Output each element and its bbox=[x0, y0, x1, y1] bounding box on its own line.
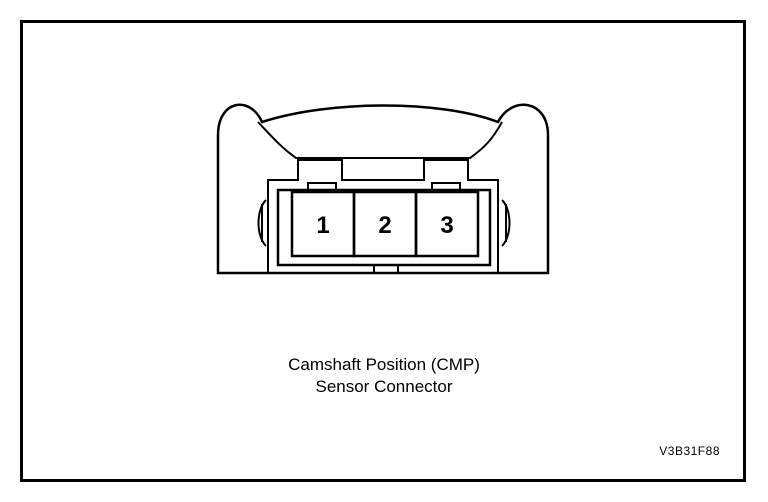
housing-top-ridge bbox=[257, 121, 503, 159]
connector-cavity bbox=[276, 188, 492, 267]
side-clip-left bbox=[257, 199, 267, 247]
caption-line-1: Camshaft Position (CMP) bbox=[288, 355, 480, 374]
pin-label-2: 2 bbox=[378, 212, 391, 239]
caption-line-2: Sensor Connector bbox=[315, 377, 453, 396]
diagram-caption: Camshaft Position (CMP) Sensor Connector bbox=[0, 354, 768, 398]
connector-housing bbox=[216, 103, 550, 275]
pin-cell-3 bbox=[414, 190, 480, 258]
figure-id: V3B31F88 bbox=[659, 444, 720, 458]
side-clip-right bbox=[501, 199, 511, 247]
latch-recess bbox=[267, 159, 499, 273]
pin-label-1: 1 bbox=[316, 212, 329, 239]
pin-label-3: 3 bbox=[440, 212, 453, 239]
bottom-key-notch bbox=[373, 265, 399, 274]
diagram-frame bbox=[20, 20, 746, 482]
